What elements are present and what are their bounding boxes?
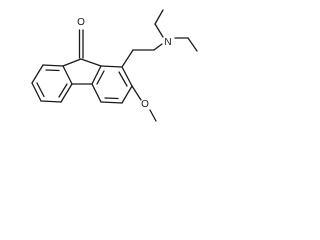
bond: [80, 58, 102, 67]
bond: [154, 9, 164, 25]
five-membered-ring: [62, 58, 102, 85]
bond: [131, 85, 142, 101]
amine-nitrogen-label: N: [164, 37, 171, 48]
diethylaminomethyl-group: N: [121, 9, 198, 68]
bond: [121, 49, 134, 68]
double-bond-inner: [58, 83, 68, 98]
bond: [42, 64, 64, 67]
carbonyl-group: O: [77, 17, 85, 59]
molecule-canvas: O O N: [0, 0, 218, 138]
carbonyl-oxygen-label: O: [77, 17, 85, 28]
bond: [62, 65, 73, 85]
bond: [91, 83, 102, 103]
bond: [31, 64, 44, 84]
structure-diagram: O O N: [31, 9, 198, 122]
bond: [187, 37, 198, 52]
double-bond-inner: [45, 69, 60, 72]
bond: [153, 43, 163, 51]
double-bond-inner: [36, 82, 45, 98]
bond: [40, 100, 62, 103]
right-benzene-ring: [91, 65, 133, 104]
bond: [62, 58, 82, 67]
bond: [100, 65, 123, 68]
methoxy-group: O: [131, 85, 157, 122]
double-bond-inner: [96, 70, 105, 85]
bond: [91, 65, 102, 85]
bond: [149, 109, 157, 122]
bond: [121, 85, 133, 104]
bond: [31, 82, 42, 102]
bond: [121, 66, 133, 87]
bond: [60, 83, 73, 103]
double-bond-inner: [104, 97, 119, 100]
bond: [154, 23, 164, 38]
left-benzene-ring: [31, 64, 73, 103]
methoxy-oxygen-label: O: [141, 99, 149, 110]
double-bond-inner: [118, 71, 128, 87]
bond: [100, 101, 123, 104]
